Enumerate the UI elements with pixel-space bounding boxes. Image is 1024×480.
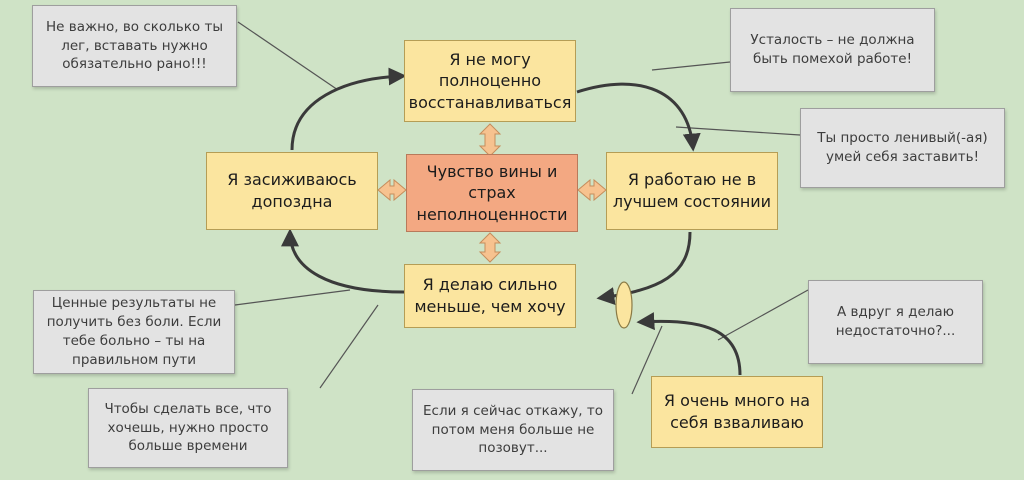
- arrow-from-overload: [636, 312, 742, 376]
- junction-ellipse: [615, 281, 633, 329]
- box-take-too-much: Я очень много на себя взваливаю: [651, 376, 823, 448]
- double-arrow-up: [478, 123, 502, 157]
- connector-line: [717, 289, 809, 341]
- box-stay-up-late: Я засиживаюсь допоздна: [206, 152, 378, 230]
- note-no-pain: Ценные результаты не получить без боли. …: [33, 290, 235, 374]
- box-do-less: Я делаю сильно меньше, чем хочу: [404, 264, 576, 328]
- connector-line: [651, 61, 731, 71]
- cycle-arrow-top-right: [576, 82, 701, 152]
- connector-line: [319, 304, 379, 389]
- note-refuse: Если я сейчас откажу, то потом меня боль…: [412, 389, 614, 471]
- box-work-bad-state: Я работаю не в лучшем состоянии: [606, 152, 778, 230]
- note-fatigue-not-obstacle: Усталость – не должна быть помехой работ…: [730, 8, 935, 92]
- box-guilt-fear: Чувство вины и страх неполноценности: [406, 154, 578, 232]
- note-wake-early: Не важно, во сколько ты лег, вставать ну…: [32, 5, 237, 87]
- connector-line: [237, 21, 339, 91]
- double-arrow-right: [577, 178, 607, 202]
- connector-line: [631, 325, 663, 395]
- cycle-arrow-bottom-left: [281, 228, 405, 294]
- connector-line: [675, 126, 801, 136]
- connector-line: [234, 289, 351, 306]
- cycle-arrow-bottom-right: [596, 231, 692, 306]
- note-lazy: Ты просто ленивый(-ая) умей себя застави…: [800, 108, 1005, 188]
- double-arrow-left: [377, 178, 407, 202]
- box-cannot-recover: Я не могу полноценно восстанавливаться: [404, 40, 576, 122]
- note-not-enough: А вдруг я делаю недостаточно?...: [808, 280, 983, 364]
- cycle-arrow-top-left: [290, 67, 407, 151]
- note-more-time: Чтобы сделать все, что хочешь, нужно про…: [88, 388, 288, 468]
- double-arrow-down: [478, 232, 502, 263]
